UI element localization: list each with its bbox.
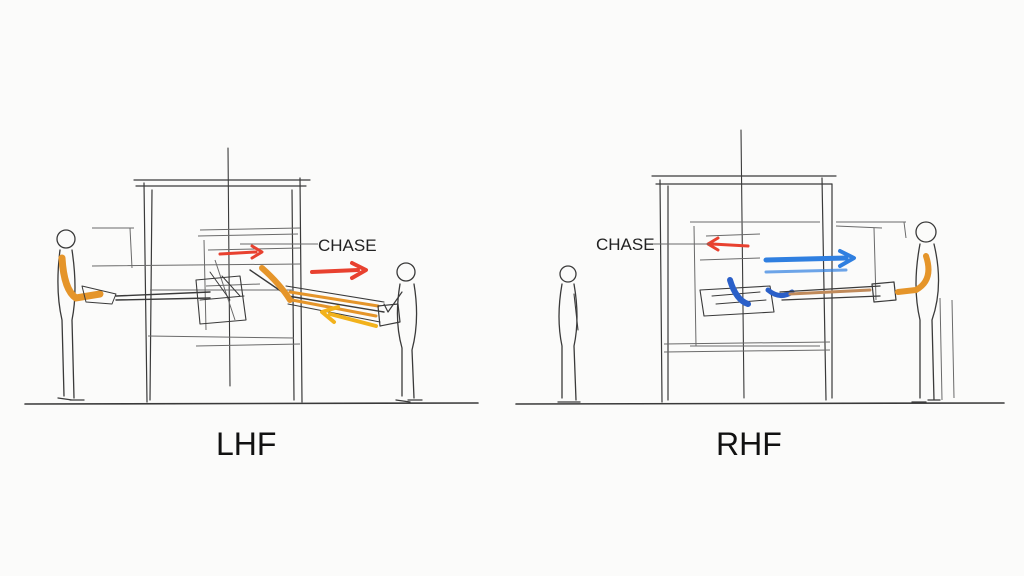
blue-arm-highlight-1 — [727, 277, 751, 307]
left-chase-label: CHASE — [318, 236, 377, 255]
right-blue-arrow-lower — [764, 268, 848, 274]
left-operator-person — [383, 262, 423, 403]
left-panel: CHASE LHF — [24, 147, 479, 462]
left-red-arrow-large — [310, 261, 368, 280]
right-panel-label: RHF — [716, 426, 782, 462]
right-operator-person — [895, 221, 941, 403]
blue-arm-highlight-2 — [765, 287, 795, 298]
left-red-arrow-small — [218, 244, 264, 260]
right-mechanism — [699, 277, 897, 317]
right-frame — [651, 129, 955, 403]
left-ground-line — [24, 402, 479, 405]
right-standing-person — [557, 265, 581, 403]
orange-arm-highlight-right — [895, 253, 932, 295]
right-blue-arrow-upper — [763, 249, 856, 268]
left-panel-label: LHF — [216, 426, 276, 462]
right-panel: CHASE RHF — [515, 129, 1005, 462]
left-yellow-arrow — [320, 305, 378, 328]
brown-rail — [788, 288, 872, 296]
orange-joint-highlight — [259, 265, 293, 303]
right-chase-label: CHASE — [596, 235, 655, 254]
right-ground-line — [515, 402, 1005, 405]
orange-arm-highlight — [58, 254, 104, 302]
left-standing-person — [56, 229, 211, 401]
left-mechanism — [195, 265, 401, 327]
left-frame — [91, 147, 311, 403]
